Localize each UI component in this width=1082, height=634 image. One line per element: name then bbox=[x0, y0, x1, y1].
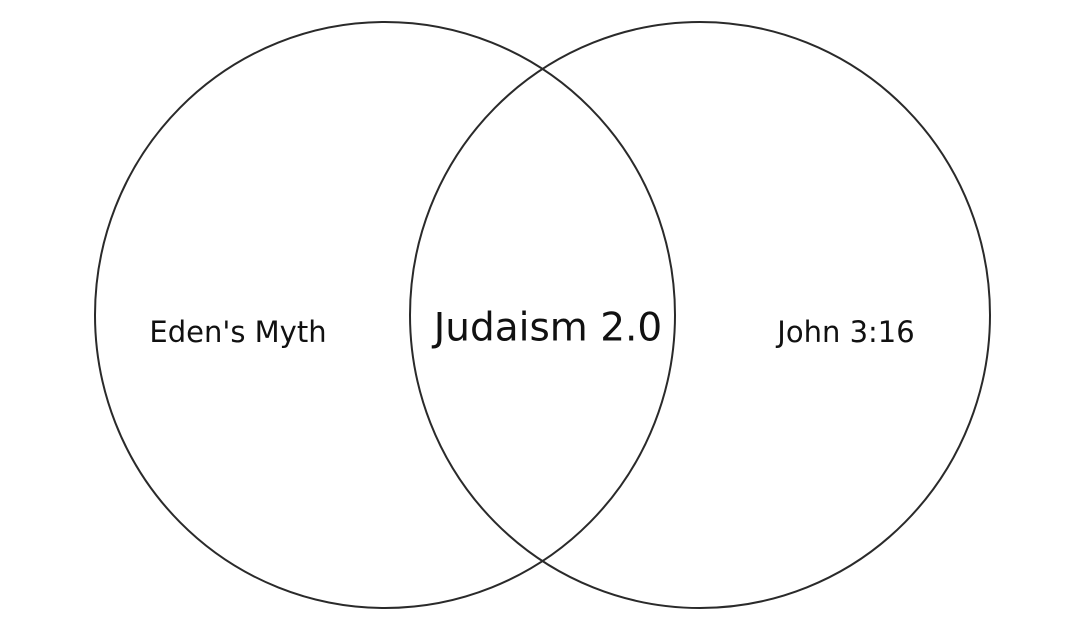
right-circle-label: John 3:16 bbox=[777, 315, 915, 349]
intersection-label: Judaism 2.0 bbox=[433, 305, 663, 351]
right-circle bbox=[409, 21, 991, 609]
left-circle-label: Eden's Myth bbox=[149, 315, 327, 349]
left-circle bbox=[94, 21, 676, 609]
